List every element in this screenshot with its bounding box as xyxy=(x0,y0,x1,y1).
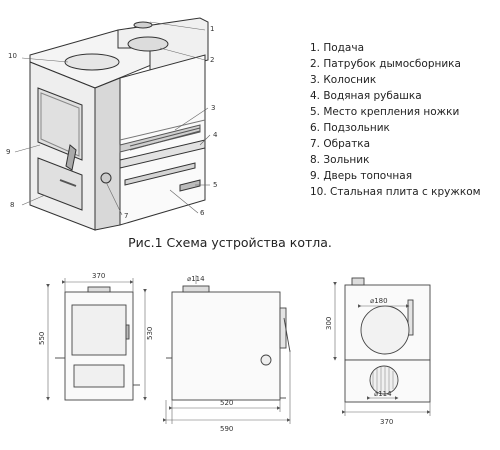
ash-door xyxy=(37,157,83,211)
front-view xyxy=(55,286,140,401)
legend-item: 7. Обратка xyxy=(310,138,371,150)
parts-legend: 1. Подача 2. Патрубок дымосборника 3. Ко… xyxy=(310,40,498,200)
callout-3: 3 xyxy=(211,104,215,112)
dim-rear-top-pipe: ⌀180 xyxy=(370,297,388,305)
callout-5: 5 xyxy=(213,181,217,189)
return-pipe xyxy=(100,172,112,184)
dim-side-total: 590 xyxy=(220,425,233,433)
callout-8: 8 xyxy=(10,201,14,209)
front-fire-door xyxy=(71,304,127,356)
rear-smoke-pipe xyxy=(360,305,410,355)
dim-rear-bottom-pipe: ⌀114 xyxy=(374,390,392,398)
dim-side-pipe: ⌀114 xyxy=(187,275,205,283)
ash-pan xyxy=(124,162,196,186)
legend-item: 9. Дверь топочная xyxy=(310,170,413,182)
callout-2: 2 xyxy=(210,56,214,64)
grate xyxy=(119,124,201,153)
legend-item: 6. Подзольник xyxy=(310,122,390,134)
callout-6: 6 xyxy=(200,209,205,217)
dim-front-height-outer: 550 xyxy=(38,332,46,345)
dim-front-width: 370 xyxy=(92,272,105,280)
side-top-pipe xyxy=(182,285,210,293)
callout-9: 9 xyxy=(6,148,10,156)
dim-side-depth: 520 xyxy=(220,399,233,407)
legend-item: 8. Зольник xyxy=(310,154,370,166)
isometric-boiler-view xyxy=(29,17,209,231)
callout-labels: 1 2 3 4 5 6 7 8 9 10 xyxy=(6,25,218,220)
front-face xyxy=(94,77,121,231)
foot-mount xyxy=(179,179,201,192)
legend-item: 2. Патрубок дымосборника xyxy=(310,58,461,70)
legend-item: 3. Колосник xyxy=(310,74,377,86)
figure-caption: Рис.1 Схема устройства котла. xyxy=(128,235,332,250)
fire-door xyxy=(37,87,83,161)
dim-rear-height: 300 xyxy=(325,317,333,330)
smoke-pipe-top xyxy=(127,36,169,52)
steel-plate-ring xyxy=(64,53,120,71)
side-return-pipe xyxy=(260,354,272,366)
legend-item: 10. Стальная плита с кружком xyxy=(310,186,481,198)
callout-4: 4 xyxy=(213,131,218,139)
side-dimensions xyxy=(163,275,291,424)
front-dimensions xyxy=(46,278,147,401)
dim-front-height-inner: 530 xyxy=(146,327,154,340)
feed-pipe xyxy=(133,21,153,29)
callout-10: 10 xyxy=(8,52,17,60)
callout-7: 7 xyxy=(124,212,128,220)
legend-item: 1. Подача xyxy=(310,42,365,54)
legend-item: 5. Место крепления ножки xyxy=(310,106,460,118)
front-ash-door xyxy=(73,364,125,388)
rear-view xyxy=(344,277,431,403)
dim-rear-width: 370 xyxy=(380,418,393,426)
legend-item: 4. Водяная рубашка xyxy=(310,90,422,102)
side-body xyxy=(171,291,281,401)
rear-dimensions xyxy=(333,282,431,416)
door-handle xyxy=(65,144,77,171)
callout-1: 1 xyxy=(210,25,214,33)
water-jacket xyxy=(119,139,206,169)
side-view xyxy=(166,285,291,401)
callout-leaders xyxy=(14,21,211,216)
